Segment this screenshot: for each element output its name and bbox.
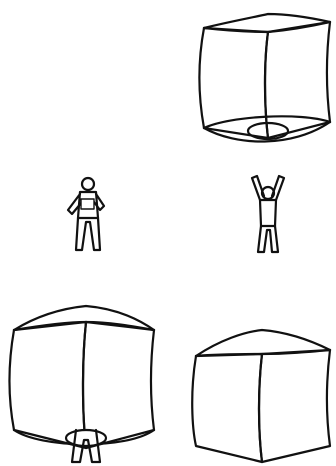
cube-over-person-icon [10,306,155,462]
person-holding-object-icon [68,178,104,250]
cube-icon [192,330,330,462]
person-arms-raised-icon [252,176,284,252]
cube-bottom-opening-icon [200,14,331,142]
